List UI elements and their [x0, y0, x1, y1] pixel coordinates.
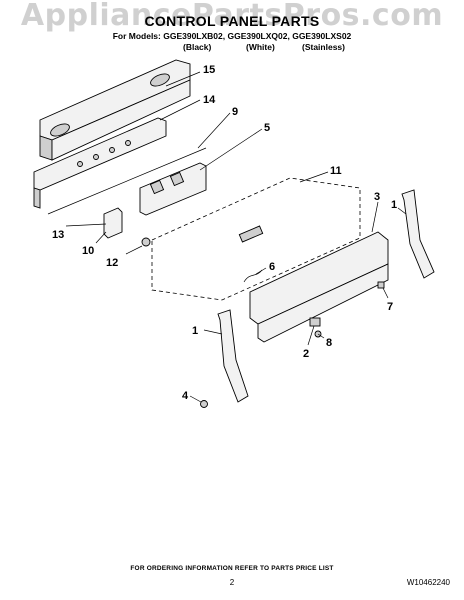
callout-9: 9	[232, 106, 238, 118]
callout-1-right: 1	[391, 199, 397, 211]
callout-2: 2	[303, 348, 309, 360]
callout-1-left: 1	[192, 325, 198, 337]
watermark: AppliancePartsPros.com	[20, 0, 444, 33]
callout-11: 11	[330, 165, 342, 177]
exploded-parts-diagram: 15 14 9 5 11 3 1 13 10 12 6 7 1 2 8 4	[33, 59, 435, 408]
part-4-screw	[189, 395, 208, 408]
document-number: W10462240	[406, 578, 450, 587]
callout-12: 12	[106, 257, 118, 269]
page-title: CONTROL PANEL PARTS	[144, 13, 320, 29]
ordering-note: FOR ORDERING INFORMATION REFER TO PARTS …	[130, 565, 334, 572]
callout-10: 10	[82, 245, 94, 257]
part-5-control-board	[139, 162, 207, 216]
finish-black: (Black)	[183, 42, 212, 52]
callout-7: 7	[387, 301, 393, 313]
models-line: For Models: GGE390LXB02, GGE390LXQ02, GG…	[112, 31, 352, 41]
callout-15: 15	[203, 64, 215, 76]
part-12-nut	[141, 237, 151, 247]
part-7-clip	[377, 281, 385, 289]
callout-4: 4	[182, 390, 189, 402]
callout-5: 5	[264, 122, 270, 134]
callout-8: 8	[326, 337, 332, 349]
page-number: 2	[229, 578, 235, 587]
callout-13: 13	[52, 229, 64, 241]
part-1-left-end-cap	[217, 309, 249, 403]
part-9-wire-harness	[47, 147, 207, 215]
part-10-switch	[103, 207, 123, 239]
part-15-vent-shroud	[39, 59, 191, 161]
callout-6: 6	[269, 261, 275, 273]
part-2-bracket	[309, 317, 321, 327]
callout-3: 3	[374, 191, 380, 203]
finish-stainless: (Stainless)	[302, 42, 345, 52]
part-11-console-panel	[151, 177, 361, 301]
part-14-support-channel	[33, 117, 167, 209]
finish-white: (White)	[246, 42, 275, 52]
part-3-control-frame	[249, 231, 389, 343]
part-1-right-end-cap	[401, 189, 435, 279]
callout-14: 14	[203, 94, 216, 106]
